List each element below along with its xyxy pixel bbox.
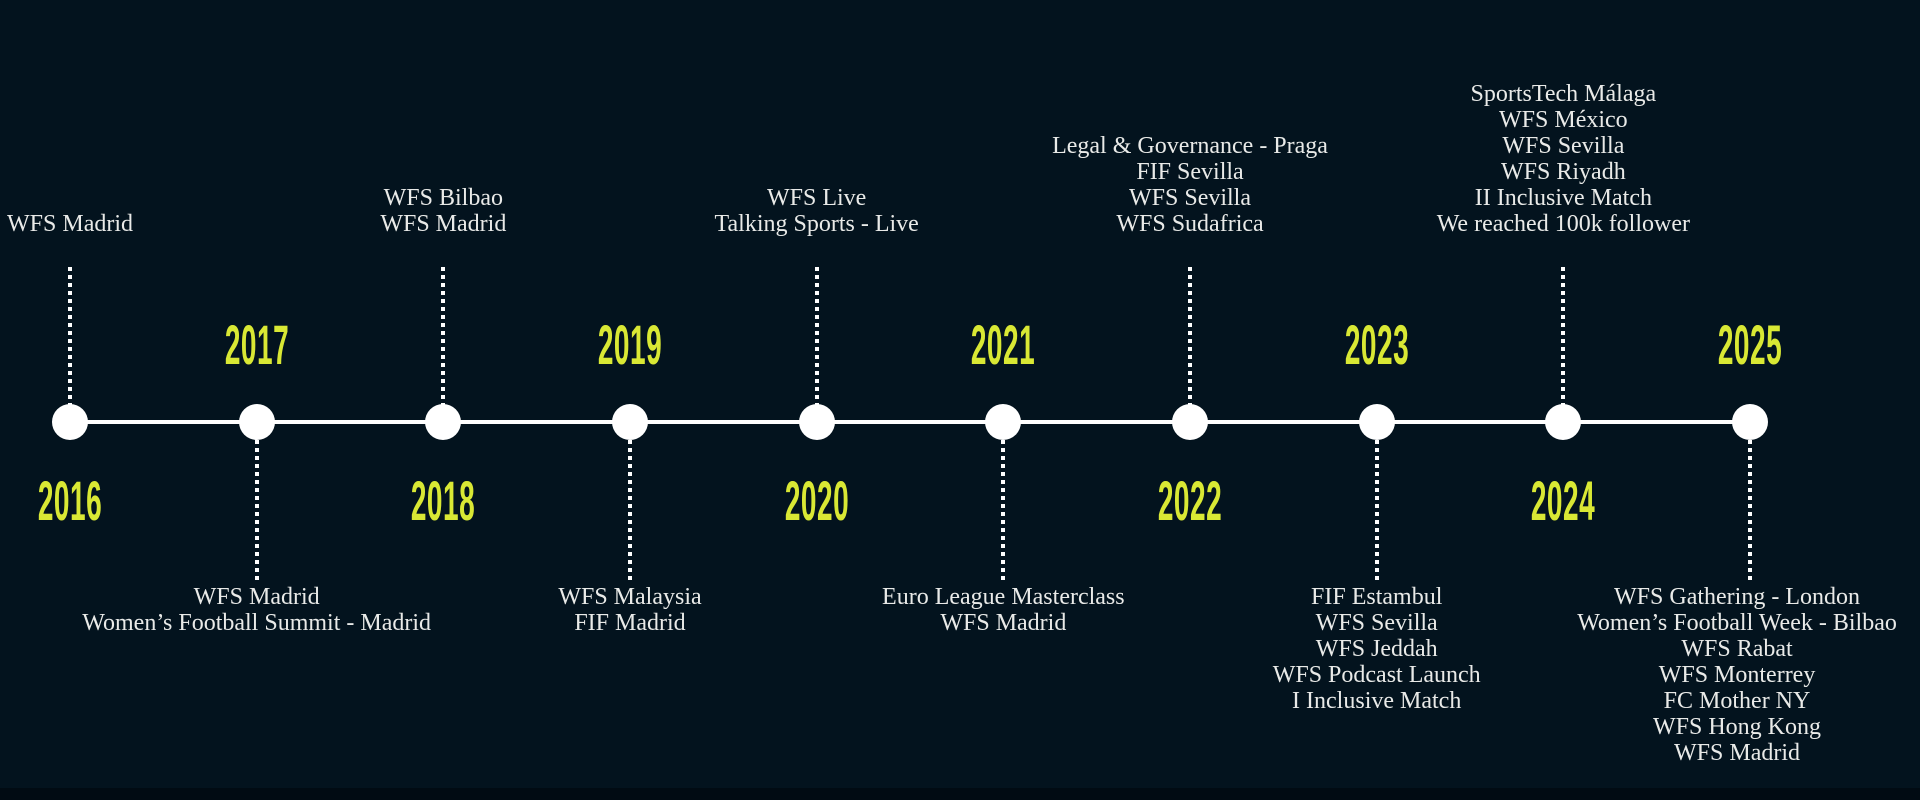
event-item: Legal & Governance - Praga — [1052, 133, 1328, 159]
timeline-dot-2016 — [52, 404, 88, 440]
event-item: WFS Hong Kong — [1653, 714, 1822, 740]
timeline-axis — [70, 420, 1750, 424]
year-label-2020: 2020 — [784, 469, 849, 532]
dotted-connector-2022 — [1188, 267, 1193, 405]
timeline-dot-2023 — [1358, 404, 1395, 440]
timeline-dot-2022 — [1172, 404, 1209, 440]
event-item: WFS Monterrey — [1658, 662, 1816, 688]
event-item: WFS Sevilla — [1315, 610, 1438, 636]
timeline-dot-2019 — [612, 404, 648, 440]
event-item: SportsTech Málaga — [1470, 81, 1657, 107]
timeline-dot-2017 — [238, 404, 275, 440]
event-item: WFS Rabat — [1681, 636, 1793, 662]
year-label-2016: 2016 — [37, 469, 103, 532]
event-item: WFS Riyadh — [1501, 159, 1626, 185]
events-list-2016: WFS Madrid — [0, 211, 310, 237]
event-item: WFS Sudafrica — [1116, 211, 1264, 237]
year-label-2018: 2018 — [411, 469, 476, 532]
dotted-connector-2018 — [441, 267, 446, 405]
event-item: Euro League Masterclass — [882, 584, 1125, 610]
dotted-connector-2019 — [628, 440, 632, 581]
event-item: WFS Podcast Launch — [1272, 662, 1481, 688]
event-item: Women’s Football Summit - Madrid — [82, 610, 432, 636]
year-label-2019: 2019 — [597, 313, 663, 376]
event-item: We reached 100k follower — [1436, 211, 1690, 237]
year-label-2022: 2022 — [1157, 469, 1223, 532]
event-item: WFS Madrid — [7, 211, 133, 237]
dotted-connector-2025 — [1748, 440, 1753, 581]
event-item: WFS Sevilla — [1129, 185, 1252, 211]
year-label-2025: 2025 — [1717, 313, 1783, 376]
event-item: FIF Madrid — [574, 610, 686, 636]
event-item: WFS Jeddah — [1315, 636, 1438, 662]
dotted-connector-2024 — [1561, 267, 1566, 405]
timeline-dot-2018 — [425, 404, 462, 440]
event-item: WFS Madrid — [1674, 740, 1801, 766]
event-item: II Inclusive Match — [1474, 185, 1652, 211]
footer-bar — [0, 788, 1920, 800]
year-label-2023: 2023 — [1344, 313, 1409, 376]
timeline-dot-2024 — [1545, 404, 1582, 440]
dotted-connector-2023 — [1374, 440, 1379, 581]
event-item: WFS Madrid — [193, 584, 320, 610]
event-item: WFS Madrid — [940, 610, 1067, 636]
event-item: I Inclusive Match — [1292, 688, 1462, 714]
year-label-2024: 2024 — [1531, 469, 1596, 532]
event-item: WFS Madrid — [380, 211, 507, 237]
timeline-dot-2021 — [985, 404, 1022, 440]
event-item: FC Mother NY — [1663, 688, 1811, 714]
event-item: WFS Gathering - London — [1614, 584, 1860, 610]
event-item: FIF Sevilla — [1136, 159, 1244, 185]
year-label-2021: 2021 — [971, 313, 1036, 376]
event-item: WFS Live — [767, 185, 867, 211]
timeline-dot-2025 — [1732, 404, 1769, 440]
dotted-connector-2017 — [254, 440, 259, 581]
event-item: WFS Bilbao — [383, 185, 503, 211]
event-item: Talking Sports - Live — [714, 211, 919, 237]
event-item: WFS Sevilla — [1502, 133, 1625, 159]
dotted-connector-2020 — [814, 267, 819, 405]
event-item: FIF Estambul — [1311, 584, 1443, 610]
year-label-2017: 2017 — [224, 313, 289, 376]
timeline-dot-2020 — [798, 404, 835, 440]
event-item: WFS México — [1499, 107, 1628, 133]
event-item: Women’s Football Week - Bilbao — [1577, 610, 1897, 636]
dotted-connector-2021 — [1001, 440, 1006, 581]
dotted-connector-2016 — [68, 267, 72, 405]
event-item: WFS Malaysia — [558, 584, 702, 610]
